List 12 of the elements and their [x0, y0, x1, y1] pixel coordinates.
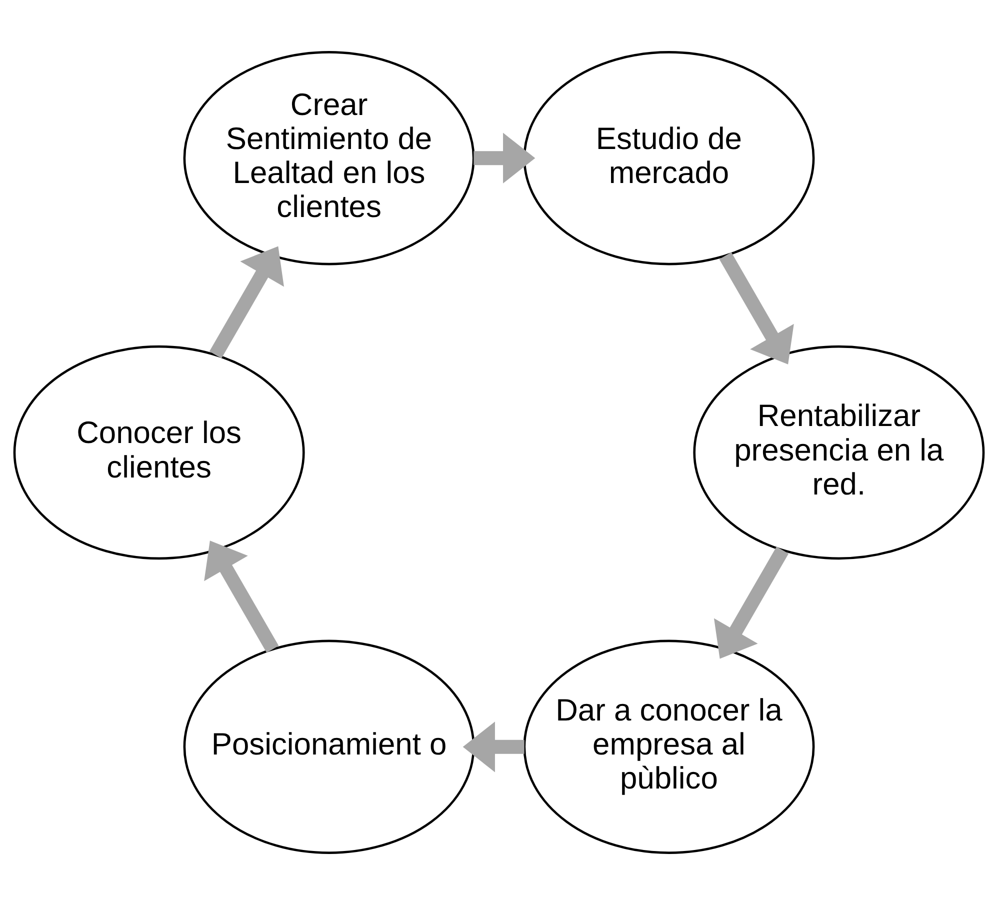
node-ellipse: Estudio de mercado	[523, 51, 815, 266]
arrow	[719, 252, 794, 364]
node-ellipse: Rentabilizar presencia en la red.	[693, 345, 985, 560]
node-ellipse: Posicionamient o	[183, 640, 475, 854]
node-ellipse: Dar a conocer la empresa al pùblico	[523, 640, 815, 854]
node-ellipse: Conocer los clientes	[13, 345, 305, 560]
node-ellipse: Crear Sentimiento de Lealtad en los clientes	[183, 51, 475, 266]
arrow	[714, 546, 789, 659]
arrow	[204, 540, 279, 653]
arrow	[474, 132, 536, 184]
arrow	[462, 722, 524, 772]
arrow	[209, 246, 284, 358]
